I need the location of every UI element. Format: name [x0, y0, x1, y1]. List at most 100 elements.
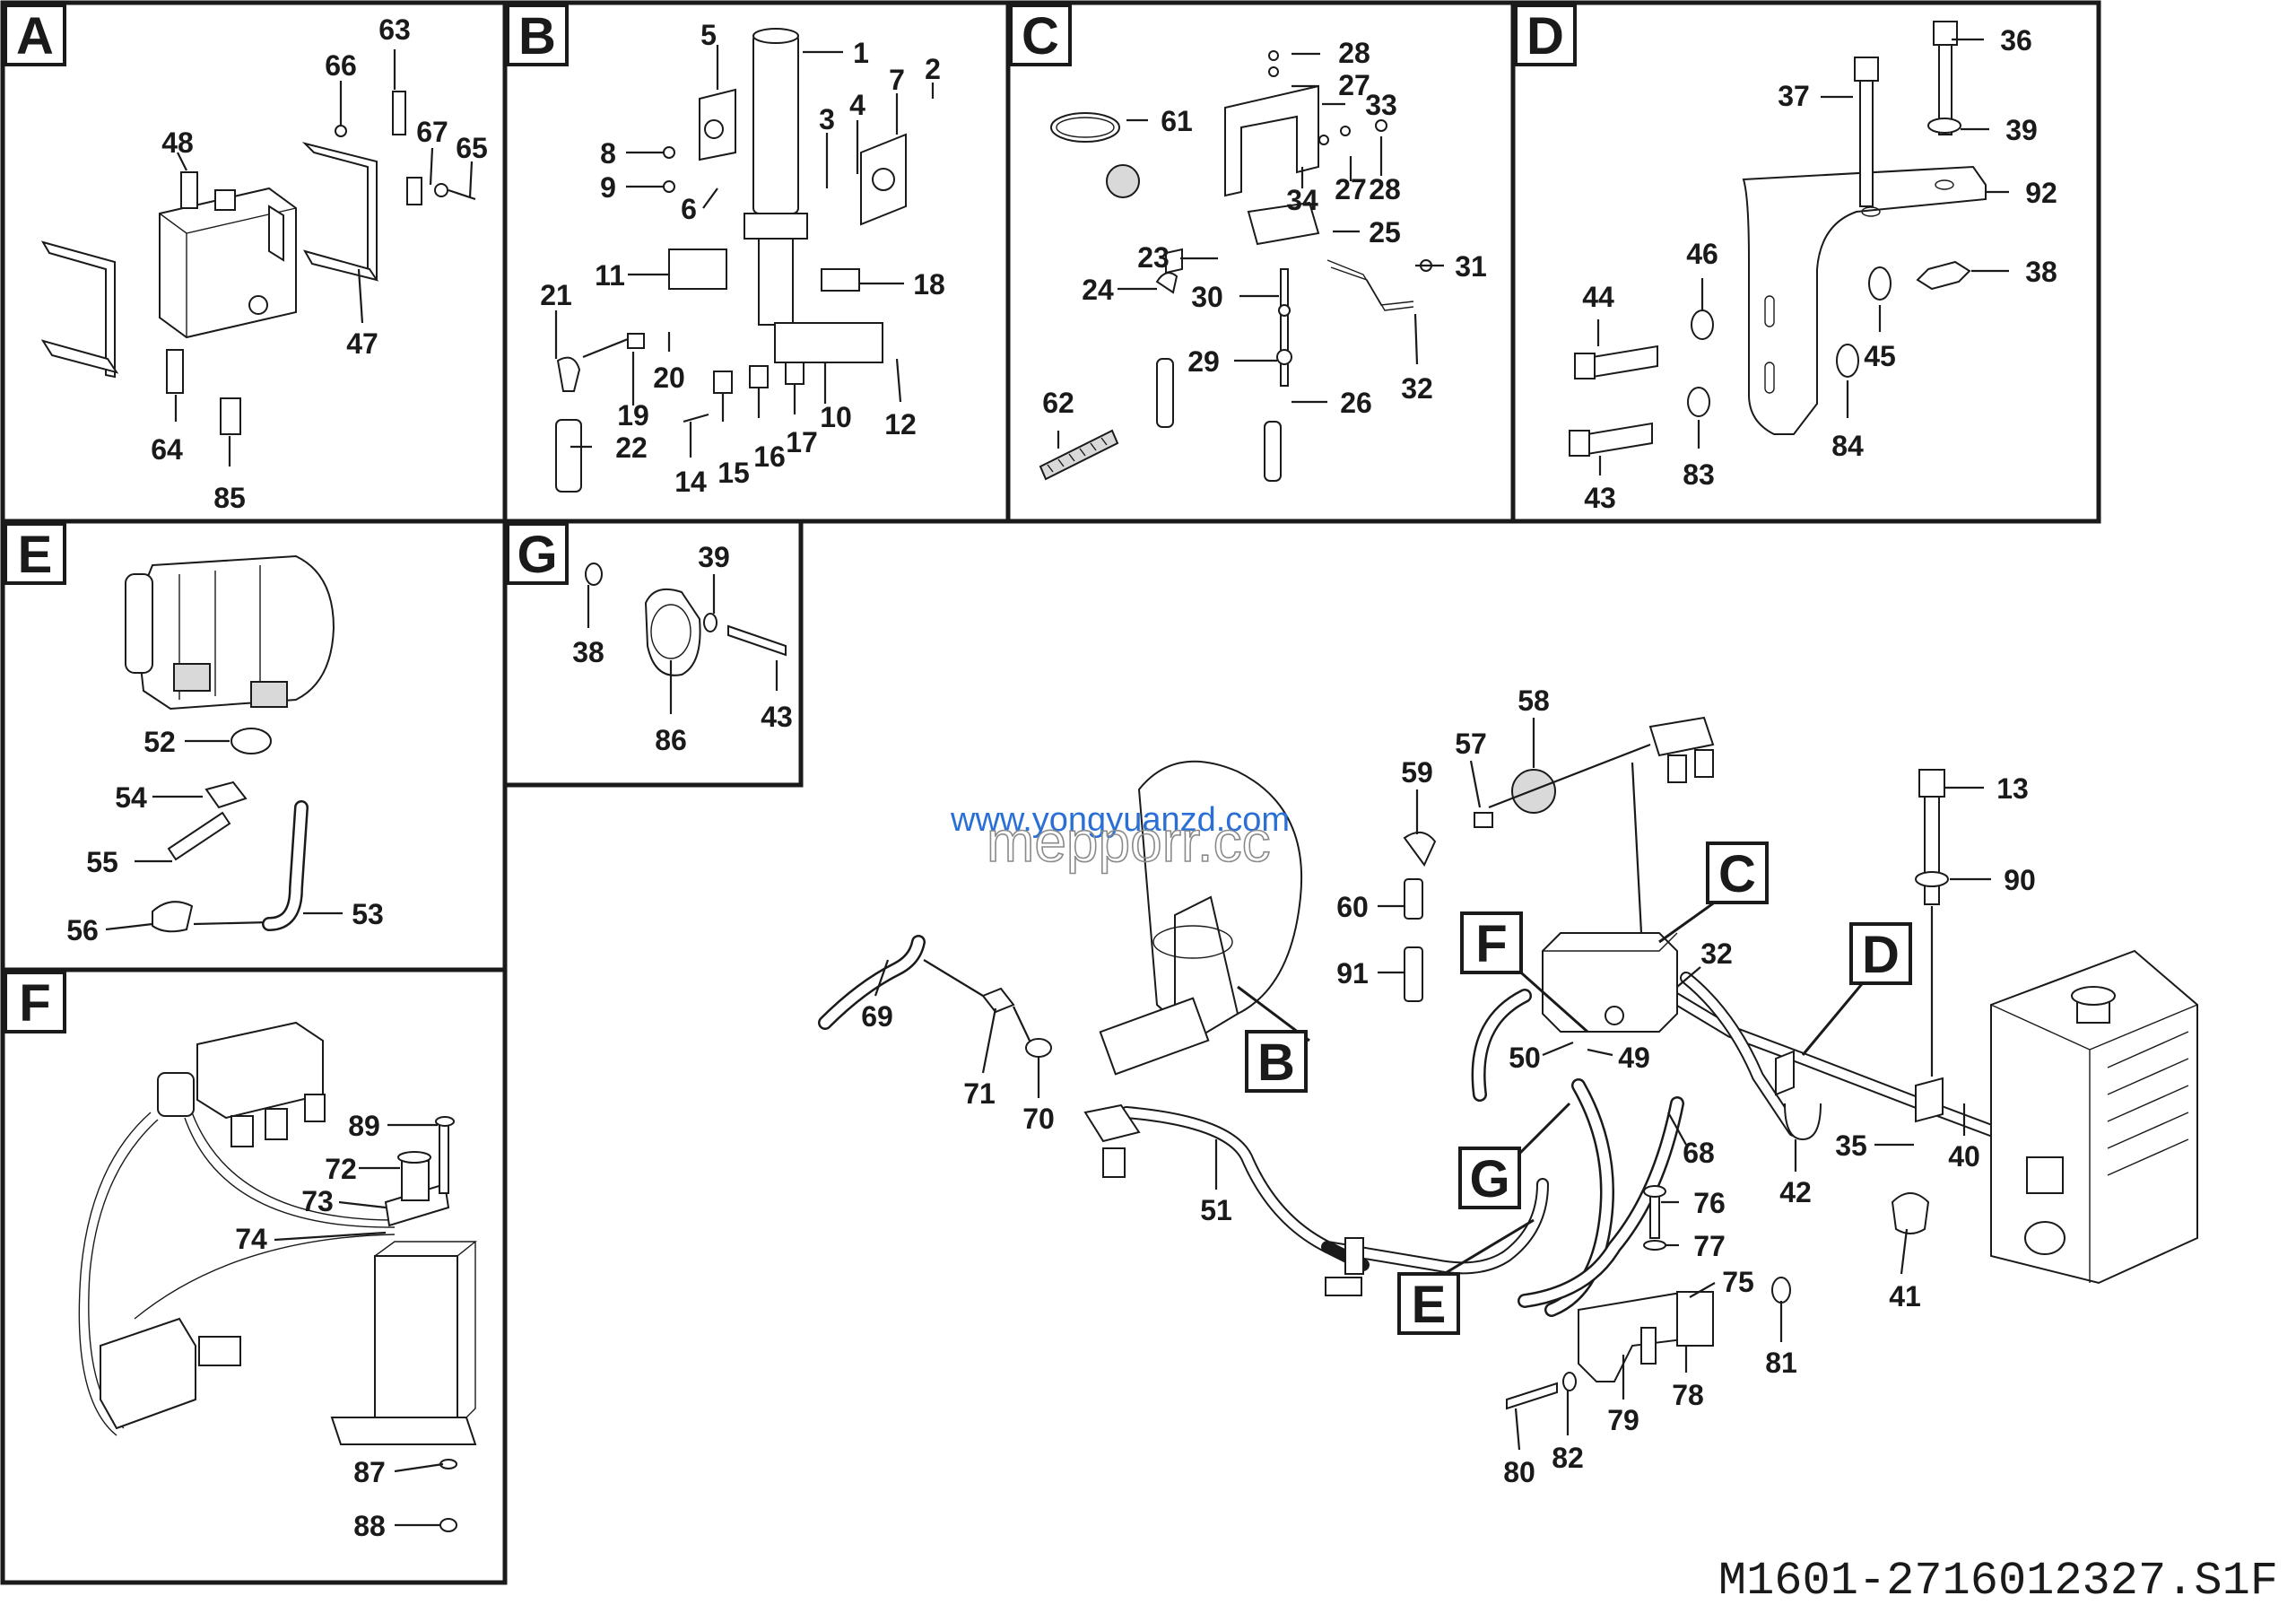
- label-b-11: 11: [595, 259, 625, 292]
- panel-d-drawing: 36 37 39 92 46 38 44 45 84 43 83: [1569, 21, 2057, 514]
- label-f-74: 74: [235, 1223, 267, 1255]
- label-b-2: 2: [925, 53, 941, 85]
- panel-a-letter: A: [16, 7, 54, 65]
- label-e-55: 55: [86, 846, 118, 878]
- label-m-78: 78: [1672, 1379, 1704, 1411]
- label-f-89: 89: [348, 1110, 380, 1142]
- label-f-87: 87: [353, 1456, 386, 1488]
- callout-g: G: [1469, 1150, 1509, 1208]
- label-a-65: 65: [456, 132, 488, 164]
- chain-icon: [1039, 429, 1119, 481]
- label-a-63: 63: [378, 13, 411, 46]
- label-g-43: 43: [761, 701, 793, 733]
- label-c-61: 61: [1161, 105, 1193, 137]
- label-e-52: 52: [144, 726, 176, 758]
- label-d-92: 92: [2025, 177, 2057, 209]
- label-d-38: 38: [2025, 256, 2057, 288]
- callout-c: C: [1718, 845, 1756, 903]
- panel-d-frame: [1510, 0, 2101, 524]
- label-m-68: 68: [1683, 1137, 1715, 1169]
- panel-c-frame: [1005, 0, 1516, 524]
- label-e-56: 56: [66, 914, 99, 946]
- label-g-38: 38: [572, 636, 604, 668]
- callout-f: F: [1475, 915, 1507, 973]
- label-e-54: 54: [115, 781, 147, 814]
- callout-b: B: [1257, 1033, 1295, 1092]
- label-m-81: 81: [1765, 1347, 1797, 1379]
- label-c-29: 29: [1187, 345, 1220, 378]
- label-m-57: 57: [1455, 728, 1487, 760]
- drawing-code: M1601-2716012327.S1F: [1718, 1555, 2278, 1608]
- label-b-8: 8: [600, 137, 616, 170]
- label-d-43: 43: [1584, 482, 1616, 514]
- panel-f-letter: F: [19, 974, 50, 1033]
- panel-d-letter: D: [1526, 7, 1564, 65]
- label-f-88: 88: [353, 1510, 386, 1542]
- label-d-36: 36: [2000, 24, 2032, 57]
- label-b-6: 6: [681, 193, 697, 225]
- label-m-70: 70: [1022, 1103, 1055, 1135]
- label-b-5: 5: [700, 19, 717, 51]
- label-f-72: 72: [325, 1153, 357, 1185]
- label-c-24: 24: [1082, 274, 1114, 306]
- label-m-58: 58: [1518, 685, 1550, 717]
- label-m-91: 91: [1336, 957, 1369, 990]
- label-m-71: 71: [963, 1077, 996, 1110]
- label-m-51: 51: [1200, 1194, 1232, 1226]
- label-b-20: 20: [653, 362, 685, 394]
- label-b-7: 7: [889, 64, 905, 96]
- label-m-60: 60: [1336, 891, 1369, 923]
- label-c-32: 32: [1401, 372, 1433, 405]
- panel-letters: A B C D E G F: [4, 4, 1577, 1033]
- label-d-46: 46: [1686, 238, 1718, 270]
- panel-a-drawing: 63 66 48 67 65 47 64 85: [40, 13, 488, 514]
- label-c-33: 33: [1365, 89, 1397, 121]
- label-m-59: 59: [1401, 756, 1433, 789]
- callout-e: E: [1412, 1276, 1447, 1334]
- label-c-23: 23: [1137, 241, 1170, 274]
- label-a-66: 66: [325, 49, 357, 82]
- bracket-icon: [1742, 165, 1987, 435]
- panel-c-drawing: 28 27 61 33 34 27 28 25 23 31 24 30 32 6…: [1039, 37, 1487, 482]
- pump-icon: [133, 554, 335, 711]
- label-b-15: 15: [718, 457, 750, 489]
- label-b-16: 16: [753, 440, 786, 473]
- cylinder-icon: [752, 33, 799, 214]
- label-m-82: 82: [1552, 1442, 1584, 1474]
- label-e-53: 53: [352, 898, 384, 930]
- label-b-21: 21: [540, 279, 572, 311]
- panel-frames: [0, 0, 2101, 1585]
- label-m-13: 13: [1996, 772, 2029, 805]
- label-m-49: 49: [1618, 1042, 1650, 1074]
- label-c-28a: 28: [1338, 37, 1370, 69]
- label-m-41: 41: [1889, 1280, 1921, 1312]
- label-c-25: 25: [1369, 216, 1401, 249]
- panel-c-letter: C: [1022, 7, 1059, 65]
- label-m-75: 75: [1722, 1266, 1754, 1298]
- label-g-86: 86: [655, 724, 687, 756]
- label-m-80: 80: [1503, 1456, 1535, 1488]
- label-a-85: 85: [213, 482, 246, 514]
- label-c-31: 31: [1455, 250, 1487, 283]
- callout-d: D: [1862, 926, 1900, 984]
- label-d-45: 45: [1864, 340, 1896, 372]
- label-a-67: 67: [416, 116, 448, 148]
- label-b-18: 18: [913, 268, 945, 301]
- label-c-27a: 27: [1338, 69, 1370, 101]
- tank-main-icon: [1990, 949, 2198, 1285]
- label-c-28b: 28: [1369, 173, 1401, 205]
- panel-b-letter: B: [518, 7, 556, 65]
- label-m-50: 50: [1509, 1042, 1541, 1074]
- panel-g-frame: [502, 519, 804, 788]
- label-a-48: 48: [161, 126, 194, 159]
- label-m-32: 32: [1700, 937, 1733, 970]
- valve-block-icon: [1247, 201, 1320, 246]
- label-d-83: 83: [1683, 458, 1715, 491]
- label-b-10: 10: [820, 401, 852, 433]
- label-m-76: 76: [1693, 1187, 1726, 1219]
- main-assembly: 58 59 57 13 90 60 91 32 69 71 70 50 49 5…: [818, 685, 2198, 1488]
- label-m-35: 35: [1835, 1129, 1867, 1162]
- clamp-icon: [644, 589, 701, 676]
- label-b-17: 17: [786, 426, 818, 458]
